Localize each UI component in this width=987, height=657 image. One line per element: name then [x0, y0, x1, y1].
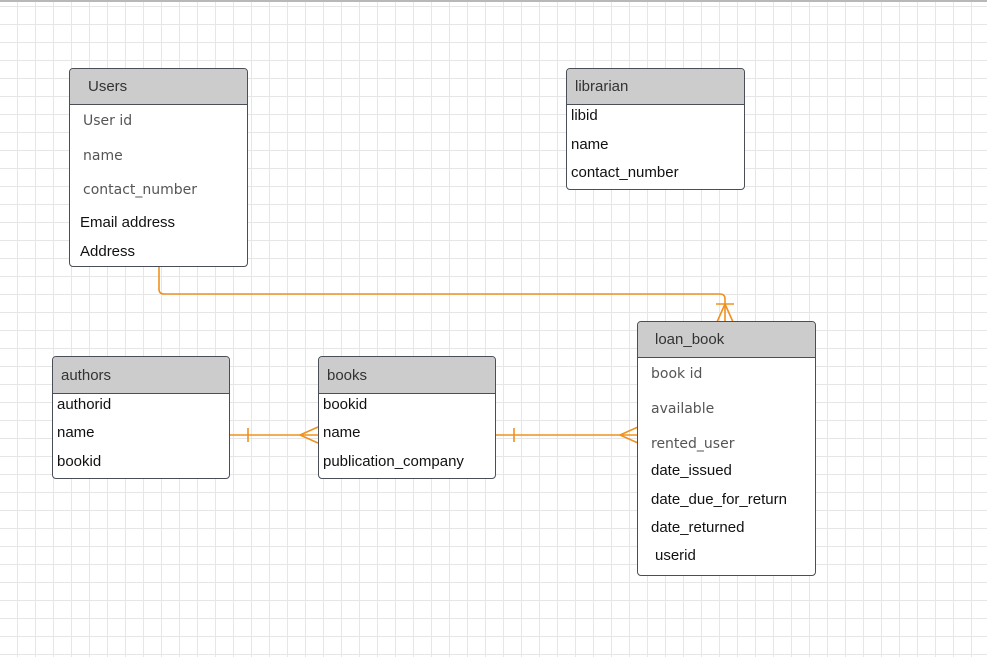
- field: Address: [80, 243, 136, 260]
- field: User id: [83, 113, 133, 129]
- field: name: [571, 136, 609, 153]
- entity-title: authors: [61, 366, 112, 384]
- entity-header: authors: [53, 357, 229, 394]
- field: contact_number: [571, 164, 679, 181]
- entity-title: librarian: [575, 78, 629, 95]
- entity-title: books: [327, 366, 368, 384]
- canvas-top-border: [0, 0, 987, 2]
- field: name: [83, 148, 123, 164]
- field: authorid: [57, 396, 112, 413]
- entity-header: librarian: [567, 69, 744, 105]
- field: name: [57, 424, 95, 441]
- field: contact_number: [83, 182, 198, 198]
- field: date_returned: [651, 519, 745, 536]
- entity-authors[interactable]: authors authorid name bookid: [52, 356, 230, 479]
- entity-librarian[interactable]: librarian libid name contact_number: [566, 68, 745, 190]
- entity-header: books: [319, 357, 495, 394]
- entity-loan-book[interactable]: loan_book book id available rented_user …: [637, 321, 816, 576]
- entity-title: Users: [88, 78, 128, 95]
- field: bookid: [323, 396, 368, 413]
- field: available: [651, 401, 715, 417]
- field: userid: [655, 547, 696, 564]
- relationship-users-loan-book[interactable]: [158, 266, 726, 322]
- many-marker: [298, 426, 319, 444]
- many-marker: [716, 302, 734, 323]
- field: publication_company: [323, 453, 464, 470]
- field: Email address: [80, 214, 176, 231]
- entity-books[interactable]: books bookid name publication_company: [318, 356, 496, 479]
- entity-header: Users: [70, 69, 247, 105]
- field: name: [323, 424, 361, 441]
- field: rented_user: [651, 436, 735, 452]
- field: date_due_for_return: [651, 491, 787, 508]
- entity-users[interactable]: Users User id name contact_number Email …: [69, 68, 248, 267]
- many-marker: [618, 426, 639, 444]
- entity-title: loan_book: [655, 331, 725, 348]
- field: bookid: [57, 453, 102, 470]
- field: book id: [651, 366, 703, 382]
- field: date_issued: [651, 462, 732, 479]
- entity-header: loan_book: [638, 322, 815, 358]
- field: libid: [571, 107, 598, 124]
